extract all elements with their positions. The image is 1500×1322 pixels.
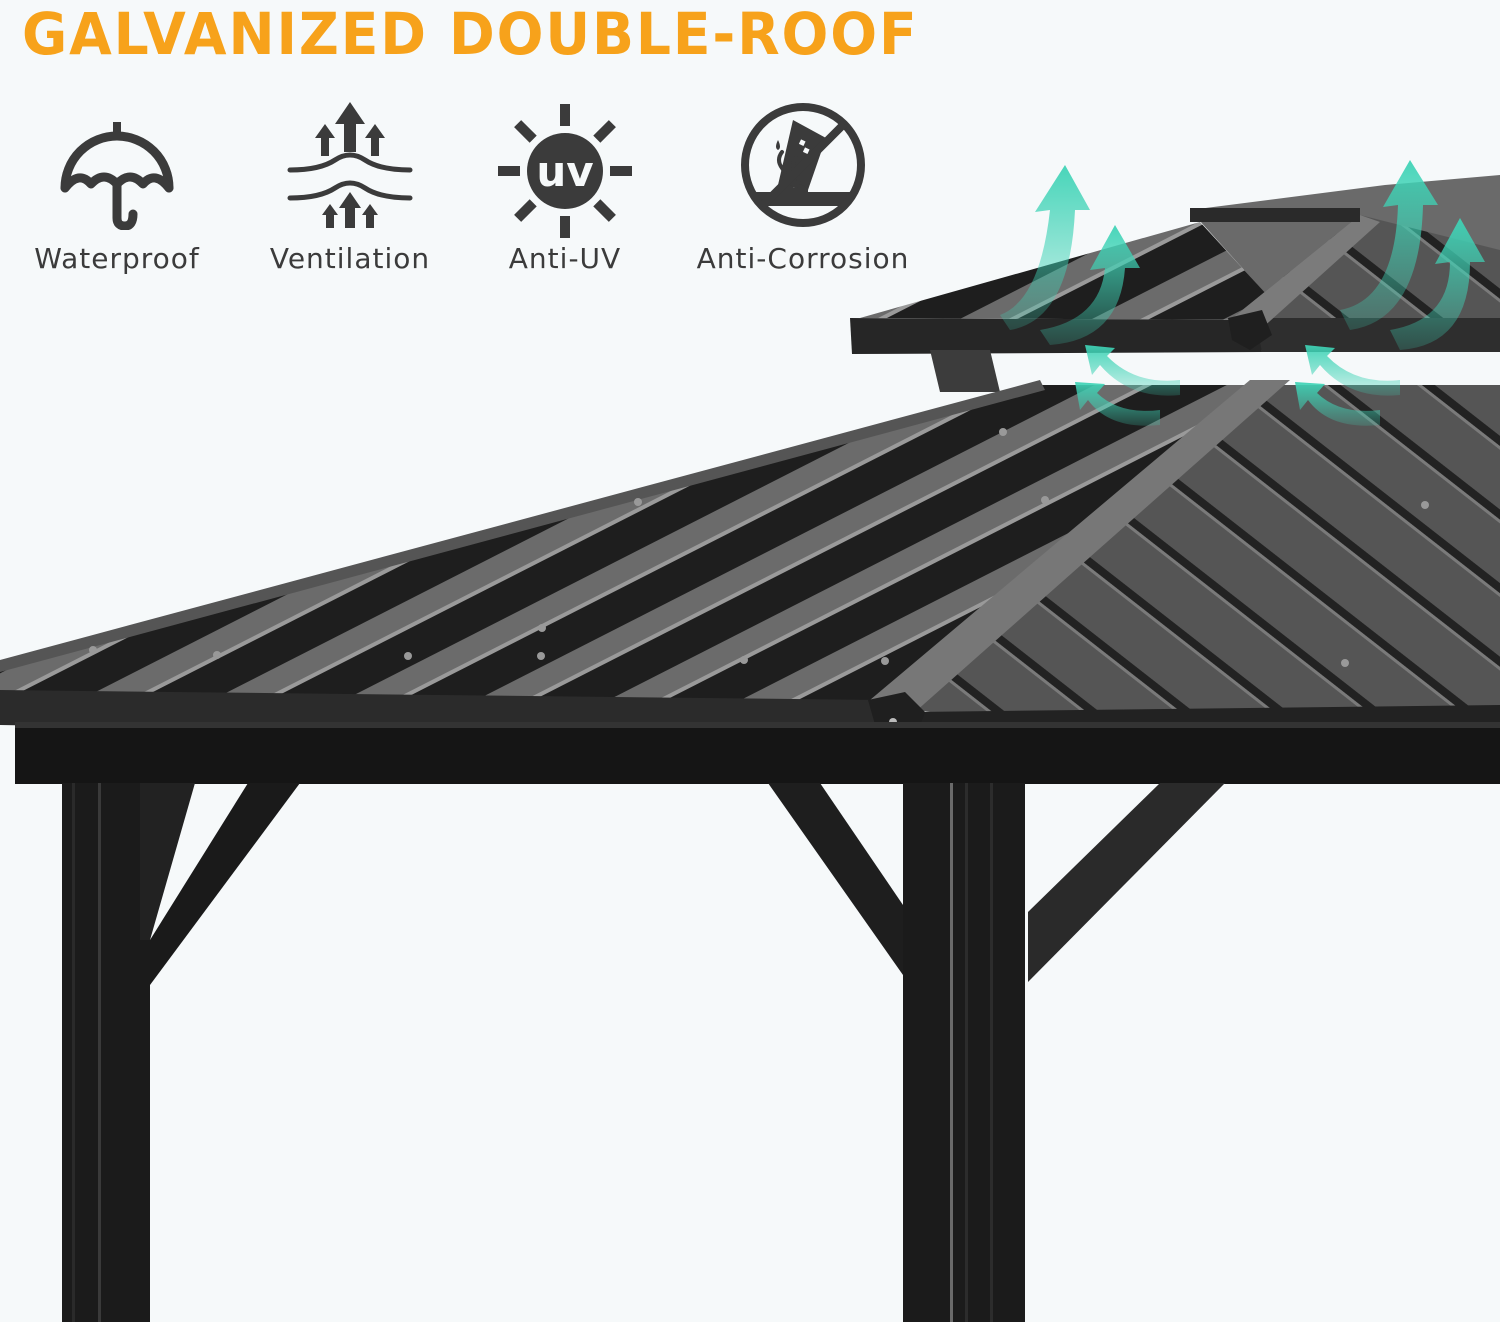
airflow-arrows-icon [1000, 160, 1485, 426]
no-corrosion-icon [741, 103, 865, 227]
lower-roof [0, 380, 1500, 784]
feature-anti-uv: uv Anti-UV [490, 100, 640, 275]
umbrella-icon [60, 122, 174, 230]
feature-label: Anti-UV [508, 242, 622, 275]
feature-label: Anti-Corrosion [696, 242, 910, 275]
feature-ventilation: Ventilation [260, 100, 440, 275]
roof-screws [89, 428, 1429, 667]
feature-waterproof: Waterproof [22, 100, 212, 275]
svg-text:uv: uv [536, 147, 593, 196]
uv-sun-icon: uv [498, 104, 632, 238]
feature-label: Ventilation [269, 242, 431, 275]
ventilation-arrows-icon [287, 102, 413, 228]
feature-anti-corrosion: Anti-Corrosion [683, 100, 923, 275]
upper-roof [850, 175, 1500, 392]
gazebo-frame [62, 783, 1225, 1322]
page-title: GALVANIZED DOUBLE-ROOF [22, 0, 919, 68]
feature-label: Waterproof [34, 242, 200, 275]
